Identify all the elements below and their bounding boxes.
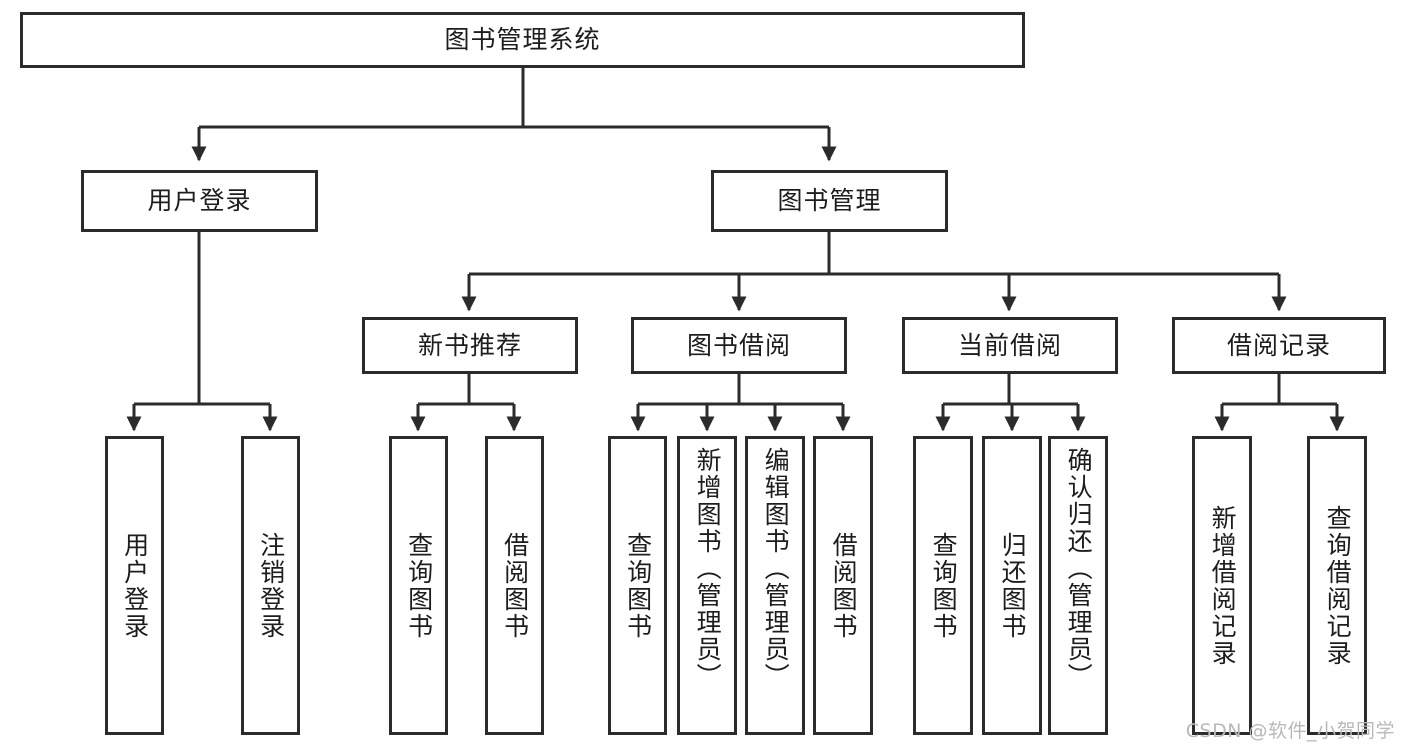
node-book-management[interactable]: 图书管理 xyxy=(711,170,948,232)
leaf-borrow-book-borrow[interactable]: 借阅图书 xyxy=(813,436,873,735)
node-label: 用户登录 xyxy=(147,186,252,215)
watermark-text: CSDN @软件_小贺同学 xyxy=(1185,720,1395,742)
node-label: 查询借阅记录 xyxy=(1323,504,1353,667)
node-label: 查询图书 xyxy=(623,531,653,640)
leaf-edit-book-admin[interactable]: 编辑图书（管理员） xyxy=(745,436,805,735)
node-label: 注销登录 xyxy=(256,531,286,640)
node-label: 查询图书 xyxy=(404,531,434,640)
leaf-confirm-return-admin[interactable]: 确认归还（管理员） xyxy=(1048,436,1108,735)
leaf-query-book-borrow[interactable]: 查询图书 xyxy=(608,436,667,735)
leaf-user-login[interactable]: 用户登录 xyxy=(105,436,164,735)
node-label: 新增图书（管理员） xyxy=(693,447,723,690)
node-label: 新增借阅记录 xyxy=(1208,504,1238,667)
node-borrow-record[interactable]: 借阅记录 xyxy=(1172,317,1386,374)
node-label: 图书管理 xyxy=(777,186,882,215)
node-label: 图书管理系统 xyxy=(444,25,601,54)
leaf-query-borrow-record[interactable]: 查询借阅记录 xyxy=(1307,436,1367,735)
node-new-book-recommend[interactable]: 新书推荐 xyxy=(362,317,578,374)
node-current-borrow[interactable]: 当前借阅 xyxy=(902,317,1118,374)
node-user-login[interactable]: 用户登录 xyxy=(81,170,318,232)
node-label: 确认归还（管理员） xyxy=(1064,447,1094,690)
leaf-logout-login[interactable]: 注销登录 xyxy=(241,436,300,735)
leaf-query-book-recommend[interactable]: 查询图书 xyxy=(389,436,448,735)
node-label: 借阅图书 xyxy=(829,531,859,640)
node-label: 图书借阅 xyxy=(686,330,791,360)
node-label: 当前借阅 xyxy=(957,330,1062,360)
node-book-borrow[interactable]: 图书借阅 xyxy=(631,317,847,374)
node-label: 归还图书 xyxy=(998,531,1028,640)
leaf-query-book-current[interactable]: 查询图书 xyxy=(913,436,973,735)
node-root-library-system[interactable]: 图书管理系统 xyxy=(20,12,1025,68)
node-label: 借阅图书 xyxy=(500,531,530,640)
node-label: 用户登录 xyxy=(120,531,150,640)
node-label: 新书推荐 xyxy=(417,330,522,360)
node-label: 编辑图书（管理员） xyxy=(761,447,791,690)
node-label: 查询图书 xyxy=(929,531,959,640)
leaf-borrow-book-recommend[interactable]: 借阅图书 xyxy=(485,436,544,735)
node-label: 借阅记录 xyxy=(1226,330,1331,360)
leaf-add-borrow-record[interactable]: 新增借阅记录 xyxy=(1192,436,1252,735)
leaf-add-book-admin[interactable]: 新增图书（管理员） xyxy=(677,436,737,735)
leaf-return-book[interactable]: 归还图书 xyxy=(982,436,1042,735)
